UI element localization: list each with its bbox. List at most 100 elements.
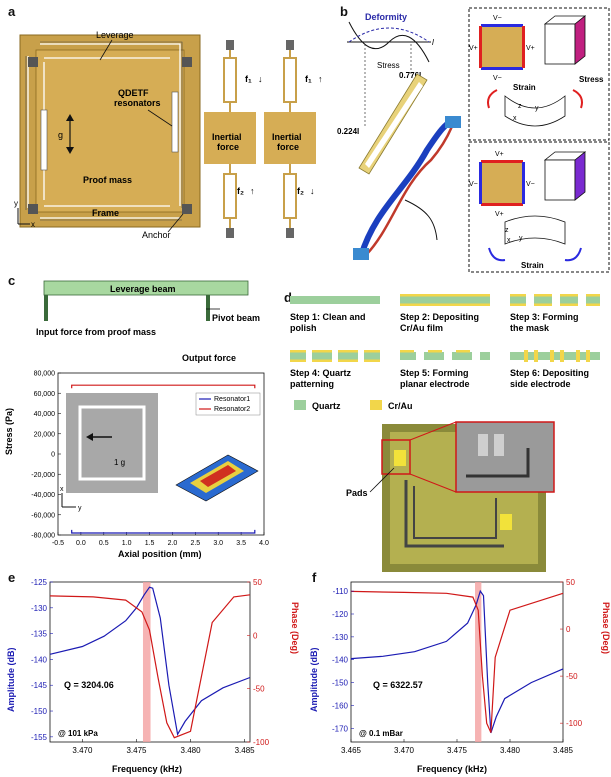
step-4-line2: patterning	[290, 379, 334, 389]
stress-ylabel: Stress (Pa)	[4, 408, 14, 455]
bot-vplus-2: V+	[495, 211, 504, 218]
panel-label-a: a	[8, 4, 16, 19]
stress-xtick-label: 3.0	[213, 540, 223, 547]
sim-beam-red	[364, 123, 455, 257]
stress-xtick-label: 0.0	[76, 540, 86, 547]
f-ylabel-right: Phase (Deg)	[601, 602, 611, 654]
top-electrode-bottom	[481, 67, 523, 70]
panel-e-figure: -125-130-135-140-145-150-155 500-50-100 …	[6, 578, 300, 774]
proof-mass-body	[35, 49, 185, 213]
pivot-beam-label: Pivot beam	[212, 313, 260, 323]
g-arrow-up	[66, 114, 74, 121]
e-ytick-right-label: -100	[253, 738, 270, 747]
top-electrode-top	[481, 24, 523, 27]
box-bottom	[468, 141, 610, 273]
inset-device-frame	[78, 405, 146, 481]
f2-arrow-left: ↑	[250, 186, 255, 196]
f-ytick-left-label: -130	[332, 633, 349, 642]
panel-label-c: c	[8, 273, 16, 288]
g-arrow-down	[66, 147, 74, 154]
anchor-tl	[28, 57, 38, 67]
f1-arrow-left: ↓	[258, 74, 263, 84]
top-stress-label: Stress	[579, 75, 604, 84]
step-1-illustration	[290, 296, 380, 304]
f-plot-area	[350, 581, 564, 743]
stress-ytick-label: 0	[51, 452, 55, 459]
panel-d-figure: Step 1: Clean and polish Step 2: Deposit…	[290, 294, 600, 572]
e-highlight-band	[142, 582, 151, 742]
e-q-value: Q = 3204.06	[64, 680, 114, 690]
stress-xtick-label: 2.5	[190, 540, 200, 547]
val-224: 0.224l	[337, 127, 359, 136]
e-ytick-left-label: -125	[31, 578, 48, 587]
stress-xtick-label: 0.5	[99, 540, 109, 547]
f-ytick-right-label: -50	[566, 672, 578, 681]
stress-curve	[348, 21, 430, 63]
step-3-line2: the mask	[510, 323, 550, 333]
inset-heatmap-core	[200, 465, 236, 487]
f-ytick-right-label: 50	[566, 578, 575, 587]
inertial-label-right-2: force	[277, 142, 299, 152]
e-amplitude-series	[49, 586, 251, 737]
f-ytick-right-label: 0	[566, 625, 571, 634]
e-ytick-right-label: 50	[253, 578, 262, 587]
legend-quartz-label: Quartz	[312, 401, 341, 411]
stress-ytick-label: 80,000	[34, 371, 56, 378]
f-ytick-left-label: -170	[332, 724, 349, 733]
sim-anchor-bottom	[353, 248, 369, 260]
panel-a-figure: g Leverage QDETF resonators Proof mass F…	[14, 30, 323, 240]
stress-xtick-label: 1.0	[122, 540, 132, 547]
top-cube-front	[544, 23, 576, 65]
stress-xlabel: Axial position (mm)	[118, 549, 202, 559]
f-right-ticks: 500-50-100	[560, 578, 583, 728]
f-xtick-label: 3.470	[394, 746, 415, 755]
step-6-line1: Step 6: Depositing	[510, 368, 589, 378]
top-strain-shape	[504, 95, 566, 127]
bot-x: x	[507, 237, 511, 244]
e-phase-series	[49, 594, 251, 739]
f-ylabel-left: Amplitude (dB)	[309, 648, 319, 713]
f-xtick-label: 3.480	[500, 746, 521, 755]
step-4-line1: Step 4: Quartz	[290, 368, 352, 378]
sim-beam-blue	[358, 117, 455, 257]
f-xtick-label: 3.485	[553, 746, 574, 755]
top-x: x	[513, 115, 517, 122]
resonator-left	[40, 109, 48, 171]
leverage-label: Leverage	[96, 30, 134, 40]
top-curl-left	[487, 89, 498, 109]
f-amplitude-series	[350, 589, 564, 734]
inertial-label-left-1: Inertial	[212, 132, 242, 142]
input-beam	[44, 295, 48, 321]
top-z: z	[518, 103, 522, 110]
stress-ytick-label: 60,000	[34, 391, 56, 398]
step-3-line1: Step 3: Forming	[510, 312, 579, 322]
step-5-line2: planar electrode	[400, 379, 470, 389]
e-condition: @ 101 kPa	[58, 729, 98, 738]
f-xtick-label: 3.465	[341, 746, 362, 755]
sem-pad-2	[494, 434, 504, 456]
panel-f-figure: -110-120-130-140-150-160-170 500-50-100 …	[309, 578, 611, 774]
anchor-pointer	[167, 213, 184, 233]
bot-vminus-2: V−	[526, 181, 535, 188]
resonators-pointer	[147, 109, 173, 127]
e-xtick-label: 3.480	[181, 746, 202, 755]
f-q-value: Q = 6322.57	[373, 680, 423, 690]
inertial-label-right-1: Inertial	[272, 132, 302, 142]
f-left-ticks: -110-120-130-140-150-160-170	[332, 587, 354, 733]
f2-arrow-right: ↓	[310, 186, 315, 196]
panel-b-figure: Deformity l Stress 0.776l 0.224l V− V− V…	[337, 7, 610, 273]
sem-trace	[466, 448, 530, 478]
val-776: 0.776l	[399, 71, 421, 80]
l-label: l	[432, 38, 434, 47]
inertial-label-left-2: force	[217, 142, 239, 152]
top-vplus-2: V+	[526, 45, 535, 52]
frame-label: Frame	[92, 208, 119, 218]
e-ytick-left-label: -150	[31, 707, 48, 716]
bot-vminus-1: V−	[469, 181, 478, 188]
stress-series-resonator1	[71, 529, 256, 534]
device-pad-left	[394, 450, 406, 466]
box-top	[468, 7, 610, 141]
f-ytick-left-label: -110	[333, 587, 349, 596]
bottom-electrode-top	[481, 160, 523, 163]
